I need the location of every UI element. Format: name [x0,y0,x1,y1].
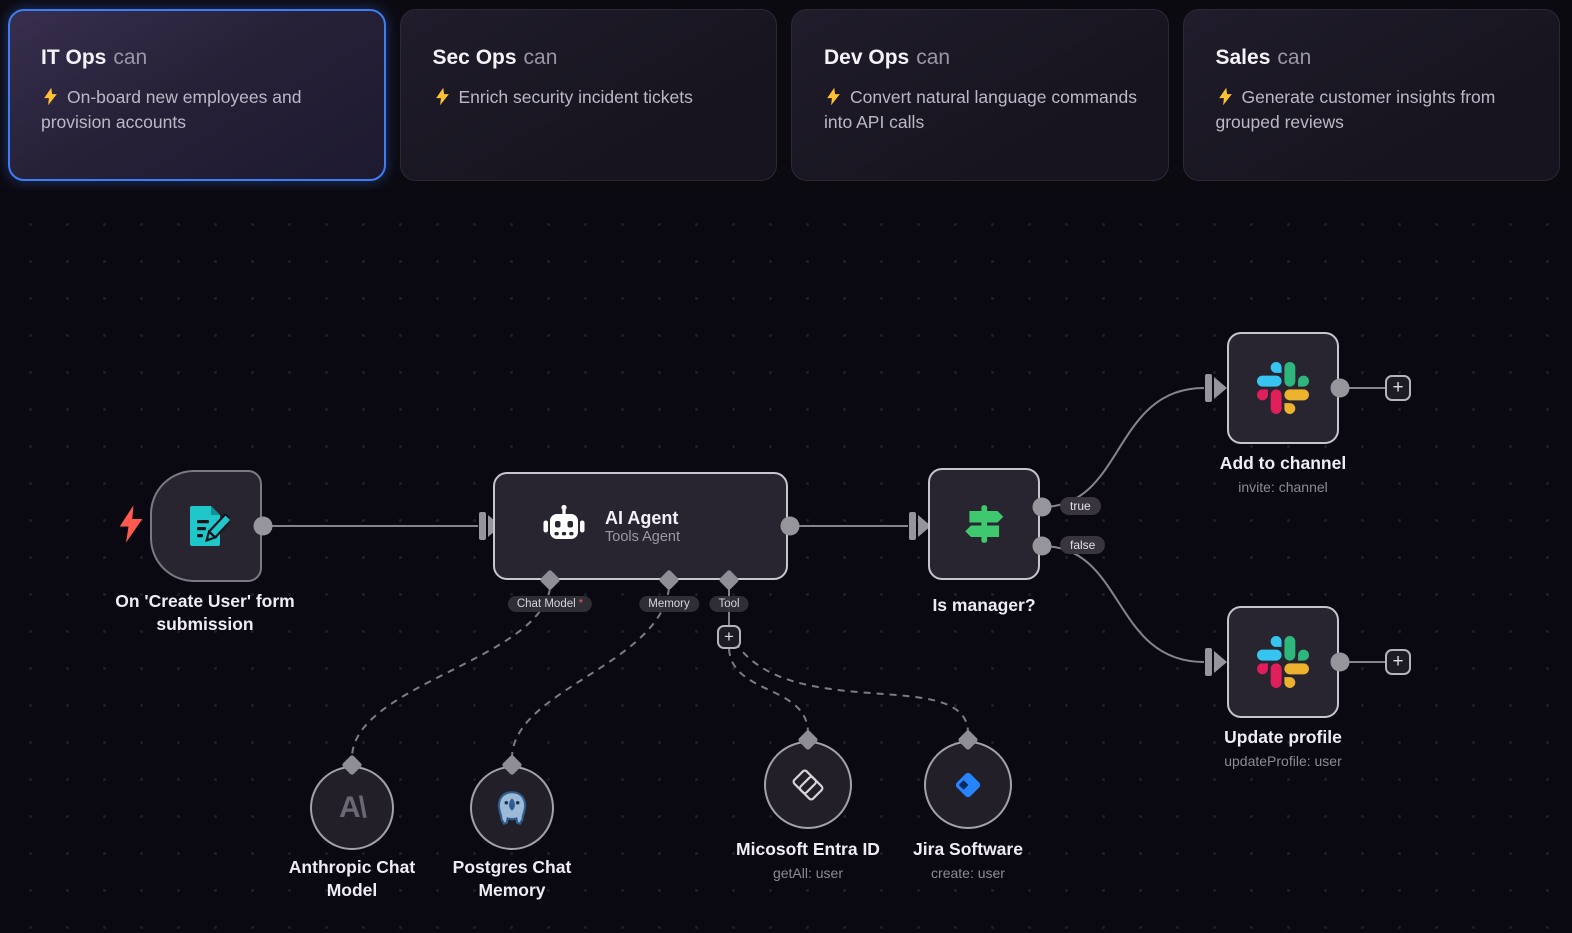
node-form-trigger[interactable] [150,470,262,582]
branch-label-true: true [1060,497,1101,515]
port-label-memory: Memory [639,596,699,612]
card-description: Generate customer insights from grouped … [1215,87,1496,133]
entra-id-icon [792,769,824,801]
form-icon [190,506,230,546]
slack-update-input-handle[interactable] [1205,648,1227,676]
node-postgres-chat-memory[interactable] [470,766,554,850]
agent-title: AI Agent [605,507,679,528]
postgres-label: Postgres Chat Memory [452,857,572,900]
slack-add-output-handle[interactable] [1330,378,1350,398]
branch-label-false: false [1060,536,1106,554]
connection-switch-true-slack[interactable] [1041,387,1205,508]
add-next-node-button[interactable]: + [1385,375,1411,401]
add-next-node-button[interactable]: + [1385,649,1411,675]
node-is-manager[interactable] [928,468,1040,580]
robot-icon [543,504,585,539]
card-description: Convert natural language commands into A… [824,87,1137,133]
trigger-label: On 'Create User' form submission [115,591,295,634]
node-slack-update-profile[interactable] [1227,606,1339,718]
postgres-icon [497,791,527,826]
connection-agent-postgres[interactable] [511,587,670,759]
agent-subtitle: Tools Agent [605,529,680,546]
jira-icon [955,772,981,798]
lightning-icon [44,87,57,106]
node-jira-software[interactable] [924,741,1012,829]
switch-true-output-handle[interactable] [1032,497,1052,517]
lightning-icon [435,87,449,106]
lightning-icon [827,87,840,106]
card-description: On-board new employees and provision acc… [41,87,302,133]
switch-label: Is manager? [932,595,1036,615]
add-tool-button[interactable]: + [717,625,741,649]
slack-icon [1257,636,1309,688]
node-ai-agent[interactable]: AI Agent Tools Agent [493,472,788,580]
lightning-icon [1218,87,1232,106]
port-label-tool: Tool [709,596,749,612]
anthropic-icon: A\ [339,791,367,824]
workflow-canvas[interactable]: On 'Create User' form submission AI Agen… [0,190,1572,933]
node-microsoft-entra-id[interactable] [764,741,852,829]
agent-output-handle[interactable] [780,516,800,536]
slack-icon [1257,362,1309,414]
trigger-output-handle[interactable] [253,516,273,536]
anthropic-label: Anthropic Chat Model [288,857,416,900]
signpost-icon [965,505,1004,543]
connection-agent-jira[interactable] [734,641,969,734]
node-anthropic-chat-model[interactable]: A\ [310,766,394,850]
trigger-bolt-icon [119,505,143,543]
node-slack-add-to-channel[interactable] [1227,332,1339,444]
slack-add-input-handle[interactable] [1205,374,1227,402]
connection-agent-entra[interactable] [728,648,809,734]
port-label-chat-model: Chat Model* [507,596,593,612]
connection-switch-false-slack[interactable] [1041,545,1205,663]
slack-update-output-handle[interactable] [1330,652,1350,672]
connection-agent-anthropic[interactable] [351,587,551,759]
switch-false-output-handle[interactable] [1032,536,1052,556]
card-description: Enrich security incident tickets [433,85,751,110]
switch-input-handle[interactable] [909,512,931,540]
